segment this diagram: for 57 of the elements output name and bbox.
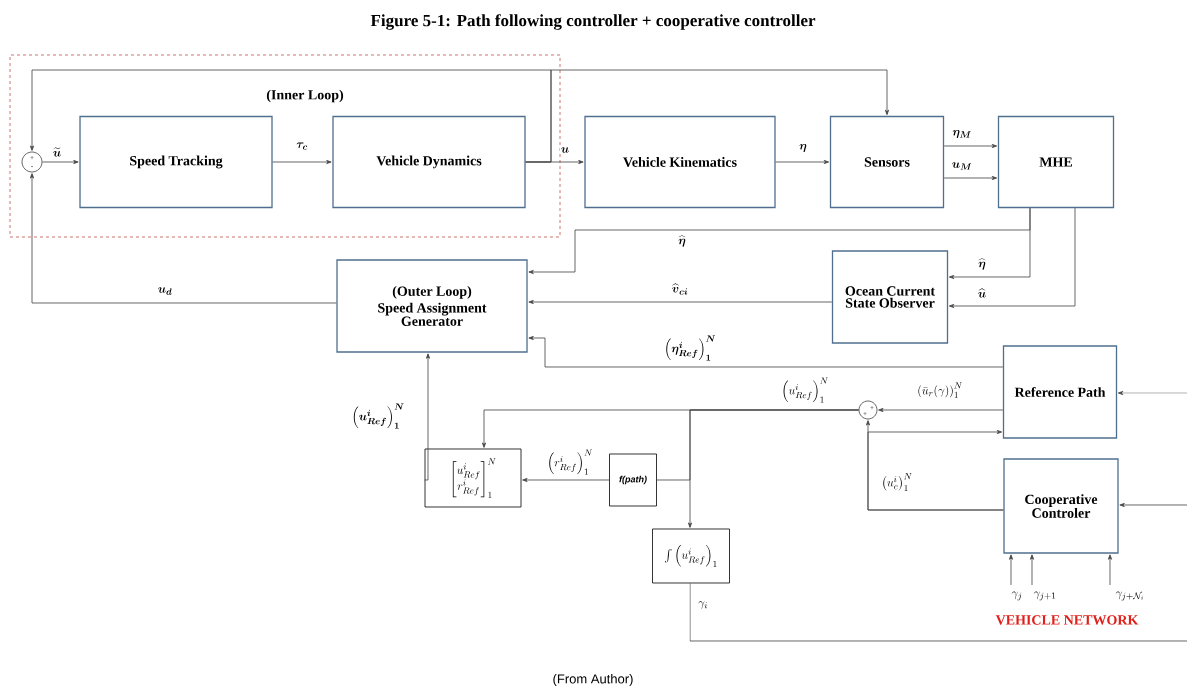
arrow (943, 144, 998, 148)
edge-label: $\left(r^i_{Ref}\right)_1^N$ (546, 448, 594, 476)
process-box: Reference Path (1002, 345, 1118, 439)
edge-label: $\gamma_i$ (697, 600, 709, 610)
frame-heading: (Inner Loop) (266, 89, 344, 103)
process-box: Vehicle Kinematics (584, 115, 776, 209)
edge-label: $\boldsymbol{u_d}$ (156, 286, 174, 296)
process-box: Sensors (829, 115, 945, 209)
figure-caption: (From Author) (553, 673, 633, 687)
arrow (525, 69, 889, 163)
arrow (878, 408, 1004, 412)
arrow (424, 353, 430, 481)
edge-label: $\widetilde{\boldsymbol{u}}$ (51, 146, 63, 158)
arrow (528, 300, 833, 304)
edge-label: $\boldsymbol{\tau_c}$ (295, 141, 309, 151)
process-box: Vehicle Dynamics (332, 115, 526, 209)
edge-label: $\boldsymbol{\eta_M}$ (951, 129, 973, 139)
arrow (1108, 554, 1112, 586)
edge-label: $\boldsymbol{u_M}$ (950, 161, 974, 171)
arrow (272, 160, 332, 164)
arrow (522, 478, 610, 482)
figure-title: Figure 5-1: Path following controller + cooperative controller (370, 14, 816, 30)
arrow (948, 207, 1031, 279)
function-box: f(path) (609, 453, 657, 507)
arrow (1119, 503, 1187, 507)
formula-box: $\int\left(u^i_{Ref}\right)_1$ (652, 528, 730, 584)
arrow (528, 336, 1004, 368)
arrow (30, 173, 337, 304)
edge-label: $\widehat{\boldsymbol{\eta}}$ (677, 234, 687, 248)
network-label: VEHICLE NETWORK (995, 615, 1139, 625)
edge-label: $\widehat{\boldsymbol{u}}$ (976, 287, 988, 299)
connector-line (689, 583, 1187, 642)
edge-label: $\left(\bar{u}_r(\gamma)\right)_1^N$ (916, 381, 964, 399)
edge-label: $\boldsymbol{u}$ (559, 146, 571, 154)
arrow (943, 176, 998, 180)
edge-label: $\boldsymbol{\left(u^i_{Ref}\right)_1^N}$ (350, 402, 406, 430)
process-box: MHE (997, 115, 1115, 209)
edge-label: $\boldsymbol{\left(\eta^i_{Ref}\right)_1^N}$ (663, 334, 717, 362)
process-box: (Outer Loop) Speed Assignment Generator (336, 259, 528, 353)
edge-label: $\gamma_{j+1}$ (1032, 590, 1058, 602)
process-box: Ocean Current State Observer (831, 250, 949, 344)
edge-label: $\gamma_j$ (1010, 590, 1024, 602)
edge-label: $\gamma_{j+\mathcal{N}_i}$ (1114, 590, 1146, 602)
arrow (42, 160, 79, 164)
edge-label: $\widehat{\boldsymbol{v}}_{\boldsymbol{ci}}$ (670, 282, 690, 296)
edge-label: $\left(u^i_{Ref}\right)_1^N$ (780, 376, 830, 404)
edge-label: $\left(u^i_c\right)_1^N$ (880, 472, 914, 492)
formula-box: $\begin{bmatrix}u^i_{Ref}\\ r^i_{Ref}\end{bmatrix}_1^N$ (424, 448, 522, 508)
arrow (775, 160, 830, 164)
process-box: Cooperative Controler (1003, 458, 1119, 554)
process-box: Speed Tracking (79, 115, 273, 209)
arrow (1009, 554, 1013, 586)
edge-label: $\boldsymbol{\eta}$ (798, 143, 808, 153)
arrow (1030, 554, 1034, 586)
arrow (688, 409, 859, 528)
edge-label: $\widehat{\boldsymbol{\eta}}$ (977, 257, 987, 271)
arrow (948, 207, 1076, 308)
